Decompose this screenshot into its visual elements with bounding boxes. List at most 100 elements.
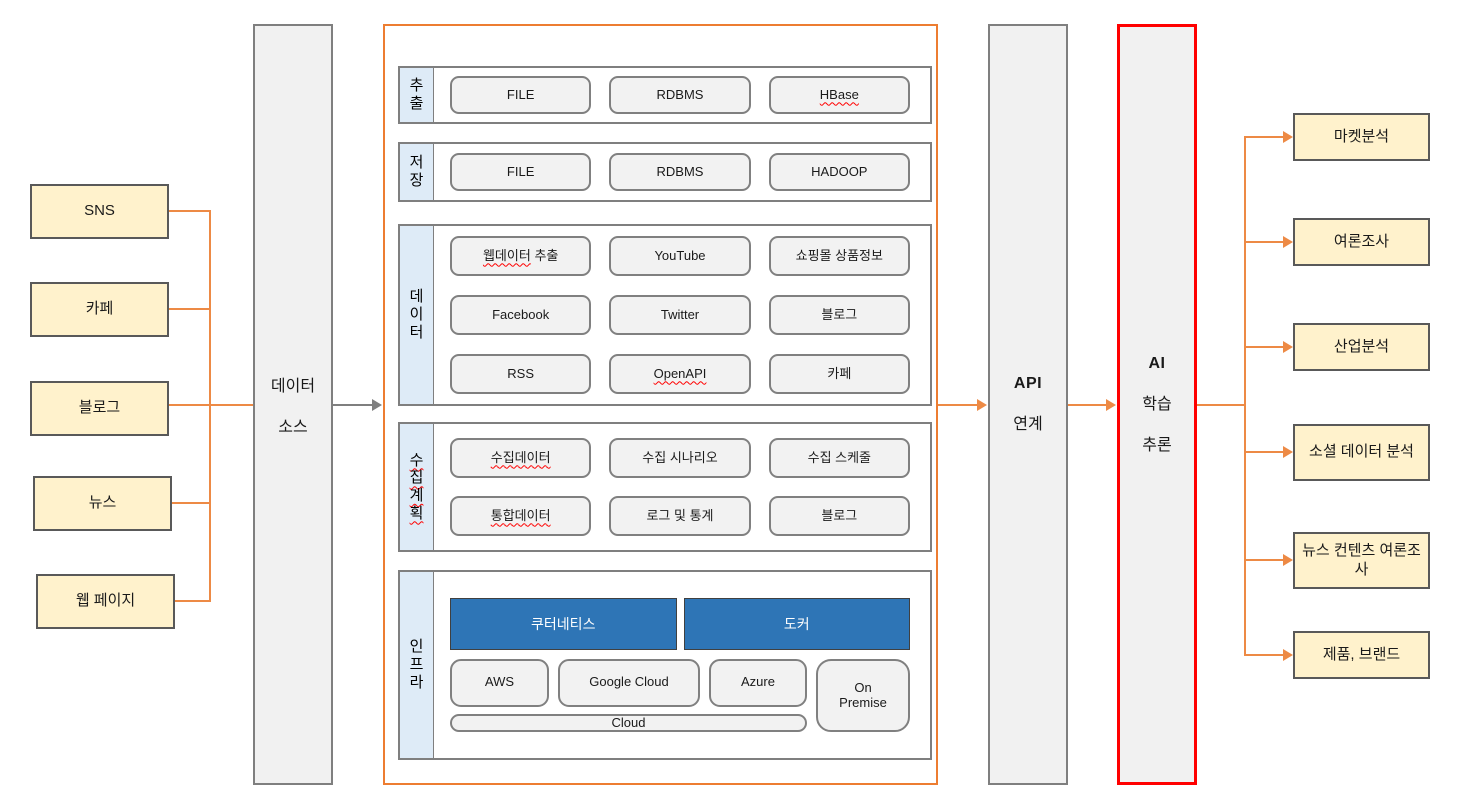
connector-line xyxy=(169,210,210,212)
connector-line xyxy=(333,404,373,406)
output-box-market-analysis: 마켓분석 xyxy=(1293,113,1430,161)
chip-cafe: 카페 xyxy=(768,354,910,394)
section-label-text: 추출 xyxy=(409,77,424,112)
pillar-line: API xyxy=(1013,375,1043,392)
collection-platform-container: 추출 FILE RDBMS HBase 저장 FILE RDBMS HADOOP xyxy=(383,24,938,785)
connector-line xyxy=(172,502,210,504)
section-label-text: 인프라 xyxy=(409,638,424,691)
section-label: 데이터 xyxy=(400,226,434,404)
connector-line xyxy=(175,600,210,602)
section-label-text: 데이터 xyxy=(409,288,424,341)
output-box-label: 소셜 데이터 분석 xyxy=(1309,443,1414,461)
chip-rdbms: RDBMS xyxy=(609,76,751,114)
section-extract: 추출 FILE RDBMS HBase xyxy=(398,66,932,124)
output-box-news-content-opinion-poll: 뉴스 컨텐츠 여론조사 xyxy=(1293,532,1430,589)
platform-kubernetes: 쿠터네티스 xyxy=(450,597,677,650)
arrowhead-icon xyxy=(1283,446,1293,458)
connector-line xyxy=(1244,136,1283,138)
chip-cloud: Cloud xyxy=(450,713,807,733)
arrowhead-icon xyxy=(977,399,987,411)
arrowhead-icon xyxy=(1283,341,1293,353)
chip-azure: Azure xyxy=(709,658,807,707)
arrowhead-icon xyxy=(372,399,382,411)
section-content: 웹데이터 추출 YouTube 쇼핑몰 상품정보 Facebook Twitte… xyxy=(434,226,930,404)
section-label-text: 수집계획 xyxy=(409,451,424,522)
chip-openapi: OpenAPI xyxy=(609,354,751,394)
pillar-line: AI xyxy=(1148,354,1166,372)
chip-rdbms: RDBMS xyxy=(609,153,751,191)
source-box-label: 카페 xyxy=(85,300,114,318)
pillar-line: 데이터 xyxy=(270,378,316,395)
chip-collection-scenario: 수집 시나리오 xyxy=(609,438,751,478)
section-label: 추출 xyxy=(400,68,434,122)
output-box-label: 뉴스 컨텐츠 여론조사 xyxy=(1302,541,1421,578)
connector-line xyxy=(1244,136,1246,656)
chip-blog: 블로그 xyxy=(768,496,910,536)
chip-hadoop: HADOOP xyxy=(768,153,910,191)
chip-youtube: YouTube xyxy=(609,236,751,276)
source-box-label: SNS xyxy=(84,202,115,220)
data-source-pillar: 데이터 소스 xyxy=(253,24,333,785)
connector-line xyxy=(209,210,211,602)
source-box-sns: SNS xyxy=(30,184,169,239)
source-box-cafe: 카페 xyxy=(30,282,169,337)
chip-file: FILE xyxy=(450,76,592,114)
pillar-line: 연계 xyxy=(1013,416,1043,433)
connector-line xyxy=(1244,559,1283,561)
chip-on-premise: On Premise xyxy=(816,658,910,733)
chip-shopping-product-info: 쇼핑몰 상품정보 xyxy=(768,236,910,276)
chip-web-data-extract: 웹데이터 추출 xyxy=(450,236,592,276)
output-box-label: 제품, 브랜드 xyxy=(1322,645,1401,663)
arrowhead-icon xyxy=(1283,131,1293,143)
section-content: 수집데이터 수집 시나리오 수집 스케줄 통합데이터 로그 및 통계 블로그 xyxy=(434,424,930,550)
source-box-news: 뉴스 xyxy=(33,476,172,531)
source-box-label: 뉴스 xyxy=(88,494,117,512)
output-box-industry-analysis: 산업분석 xyxy=(1293,323,1430,371)
arrowhead-icon xyxy=(1283,649,1293,661)
arrowhead-icon xyxy=(1106,399,1116,411)
platform-docker: 도커 xyxy=(683,597,910,650)
section-infra: 인프라 쿠터네티스 도커 AWS Google Cloud Azure Clou… xyxy=(398,570,932,760)
connector-line xyxy=(1068,404,1107,406)
connector-line xyxy=(1244,654,1283,656)
connector-line xyxy=(1244,346,1283,348)
chip-hbase: HBase xyxy=(768,76,910,114)
section-content: FILE RDBMS HADOOP xyxy=(434,144,930,200)
arrowhead-icon xyxy=(1283,236,1293,248)
ai-learning-inference-pillar: AI 학습 추론 xyxy=(1117,24,1197,785)
output-box-product-brand: 제품, 브랜드 xyxy=(1293,631,1430,679)
source-box-label: 블로그 xyxy=(78,399,121,417)
source-box-label: 웹 페이지 xyxy=(75,592,136,610)
pillar-line: 학습 xyxy=(1142,395,1172,413)
section-content: 쿠터네티스 도커 AWS Google Cloud Azure Cloud On… xyxy=(434,572,930,758)
output-box-social-data-analysis: 소셜 데이터 분석 xyxy=(1293,424,1430,481)
connector-line xyxy=(1197,404,1246,406)
source-box-blog: 블로그 xyxy=(30,381,169,436)
chip-twitter: Twitter xyxy=(609,295,751,335)
chip-collection-schedule: 수집 스케줄 xyxy=(768,438,910,478)
output-box-opinion-poll: 여론조사 xyxy=(1293,218,1430,266)
section-store: 저장 FILE RDBMS HADOOP xyxy=(398,142,932,202)
chip-integrated-data: 통합데이터 xyxy=(450,496,592,536)
chip-collected-data: 수집데이터 xyxy=(450,438,592,478)
connector-line xyxy=(169,308,210,310)
chip-file: FILE xyxy=(450,153,592,191)
section-content: FILE RDBMS HBase xyxy=(434,68,930,122)
output-box-label: 여론조사 xyxy=(1333,232,1390,250)
chip-blog: 블로그 xyxy=(768,295,910,335)
section-label: 저장 xyxy=(400,144,434,200)
section-label: 인프라 xyxy=(400,572,434,758)
section-collection-plan: 수집계획 수집데이터 수집 시나리오 수집 스케줄 통합데이터 로그 및 통계 … xyxy=(398,422,932,552)
output-box-label: 마켓분석 xyxy=(1333,127,1390,145)
arrowhead-icon xyxy=(1283,554,1293,566)
source-box-webpage: 웹 페이지 xyxy=(36,574,175,629)
section-data: 데이터 웹데이터 추출 YouTube 쇼핑몰 상품정보 Facebook Tw… xyxy=(398,224,932,406)
chip-google-cloud: Google Cloud xyxy=(558,658,700,707)
pillar-line: 소스 xyxy=(278,419,308,436)
output-box-label: 산업분석 xyxy=(1333,337,1390,355)
chip-rss: RSS xyxy=(450,354,592,394)
connector-line xyxy=(169,404,253,406)
connector-line xyxy=(1244,451,1283,453)
pillar-line: 추론 xyxy=(1142,436,1172,454)
